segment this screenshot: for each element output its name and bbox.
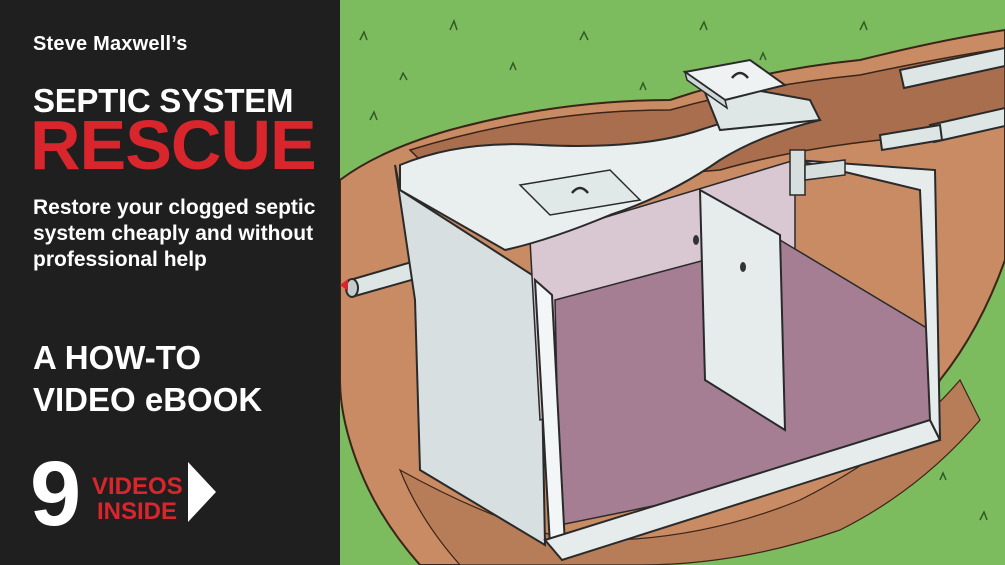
tank-divider	[698, 188, 787, 432]
videos-label-line1: VIDEOS	[92, 473, 183, 500]
author-name: Steve Maxwell’s	[33, 33, 188, 55]
videos-label-line2: INSIDE	[96, 498, 177, 525]
title-septic-system: SEPTIC SYSTEM	[33, 82, 294, 119]
subtitle: Restore your clogged septic system cheap…	[33, 196, 316, 271]
play-arrow-icon[interactable]	[188, 462, 216, 522]
videos-label: VIDEOS INSIDE	[92, 473, 183, 525]
access-hatch	[518, 169, 642, 216]
videos-count: 9	[30, 443, 82, 545]
title-rescue: RESCUE	[30, 106, 317, 184]
title-panel: Steve Maxwell’s SEPTIC SYSTEM RESCUE Res…	[0, 0, 340, 565]
flow-arrow-icon	[340, 279, 348, 291]
septic-tank	[394, 58, 942, 562]
howto-line1: A HOW-TO	[33, 339, 201, 376]
howto-heading: A HOW-TO VIDEO eBOOK	[33, 337, 333, 421]
outlet-tee	[789, 149, 806, 196]
howto-line2: VIDEO eBOOK	[33, 381, 263, 418]
septic-tank-illustration	[340, 0, 1005, 565]
outlet-pipes	[878, 46, 1005, 152]
